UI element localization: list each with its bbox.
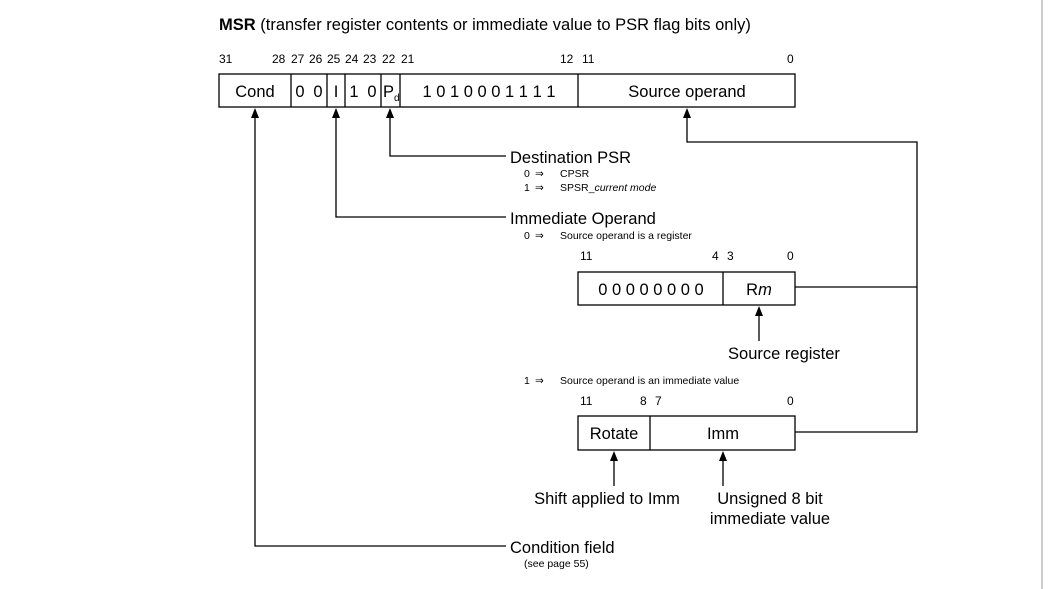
source-register-label: Source register	[728, 345, 840, 363]
immediate-operand-opt0-key: 0	[524, 230, 530, 242]
immediate-operand-opt1-value: Source operand is an immediate value	[560, 375, 739, 387]
unsigned-label-line2: immediate value	[710, 510, 830, 528]
bit-number-31: 31	[219, 52, 233, 66]
title-rest: (transfer register contents or immediate…	[256, 16, 751, 34]
title-bold: MSR	[219, 16, 256, 34]
field-pd-sub: d	[394, 93, 400, 104]
arrow-up-icon	[683, 108, 691, 118]
immediate-operand-opt1-key: 1	[524, 375, 530, 387]
immediate-form-outline	[577, 415, 796, 451]
destination-psr-label: Destination PSR	[510, 149, 631, 167]
bit-number-24: 24	[345, 52, 359, 66]
field-bit27: 0	[295, 83, 304, 101]
destination-psr-opt1-prefix: SPSR_	[560, 182, 595, 194]
bit-number-26: 26	[309, 52, 323, 66]
bit-number-22: 22	[382, 52, 396, 66]
reg-bit-number-4: 4	[712, 249, 719, 263]
imm-bit-number-7: 7	[655, 394, 662, 408]
arrow-up-icon	[719, 451, 727, 461]
bit-number-28: 28	[272, 52, 286, 66]
bit-number-25: 25	[327, 52, 341, 66]
bit-number-23: 23	[363, 52, 377, 66]
implies-icon: ⇒	[535, 182, 544, 194]
bit-number-12: 12	[560, 52, 574, 66]
destination-psr-opt0-key: 0	[524, 168, 530, 180]
arrow-up-icon	[610, 451, 618, 461]
register-form-zeros: 0 0 0 0 0 0 0 0	[598, 281, 704, 299]
reg-bit-number-11: 11	[580, 249, 593, 263]
reg-bit-number-0: 0	[787, 249, 794, 263]
immediate-form-rotate: Rotate	[590, 425, 639, 443]
register-form-word: 0 0 0 0 0 0 0 0 Rm	[577, 271, 796, 306]
bit-number-21: 21	[401, 52, 415, 66]
field-i: I	[334, 83, 339, 101]
connector-shift	[610, 451, 618, 486]
destination-psr-options: 0 ⇒ CPSR 1 ⇒ SPSR_current mode	[524, 168, 656, 194]
connector-source-register	[755, 306, 763, 341]
connector-immediate-operand-line	[335, 117, 506, 218]
destination-psr-opt0-value: CPSR	[560, 168, 590, 180]
main-bit-numbers: 31 28 27 26 25 24 23 22 21 12 11 0	[219, 52, 794, 66]
field-fixed-bits: 1 0 1 0 0 0 1 1 1 1	[422, 83, 555, 101]
shift-applied-label: Shift applied to Imm	[534, 490, 680, 508]
destination-psr-opt1-value: SPSR_current mode	[560, 182, 656, 194]
implies-icon: ⇒	[535, 230, 544, 242]
rm-italic: m	[758, 281, 772, 299]
immediate-operand-opt0: 0 ⇒ Source operand is a register	[524, 230, 692, 242]
arrow-up-icon	[251, 108, 259, 118]
register-form-rm: Rm	[746, 281, 772, 299]
unsigned-label-line1: Unsigned 8 bit	[717, 490, 823, 508]
instruction-word-outline	[218, 73, 796, 108]
bit-number-27: 27	[291, 52, 305, 66]
bit-number-11: 11	[582, 52, 595, 66]
connector-condition-field-line	[254, 117, 506, 547]
field-bit24: 1	[349, 83, 358, 101]
arrow-up-icon	[755, 306, 763, 316]
immediate-form-bit-numbers: 11 8 7 0	[580, 394, 794, 408]
arrow-up-icon	[332, 108, 340, 118]
field-source-operand: Source operand	[628, 83, 745, 101]
field-cond: Cond	[235, 83, 274, 101]
implies-icon: ⇒	[535, 375, 544, 387]
bracket-main-line	[686, 117, 918, 433]
rm-prefix: R	[746, 281, 758, 299]
instruction-word: Cond 0 0 I 1 0 Pd 1 0 1 0 0 0 1 1 1 1 So…	[218, 73, 796, 108]
connector-destination-psr-line	[389, 117, 506, 157]
immediate-operand-opt0-value: Source operand is a register	[560, 230, 692, 242]
connector-destination-psr	[386, 108, 506, 157]
field-bit26: 0	[313, 83, 322, 101]
connector-source-operand-bracket	[683, 108, 918, 433]
immediate-form-imm: Imm	[707, 425, 739, 443]
field-pd: Pd	[383, 83, 400, 104]
destination-psr-opt1-italic: current mode	[594, 182, 656, 194]
field-bit23: 0	[367, 83, 376, 101]
arrow-up-icon	[386, 108, 394, 118]
register-form-bit-numbers: 11 4 3 0	[580, 249, 794, 263]
imm-bit-number-11: 11	[580, 394, 593, 408]
connector-unsigned	[719, 451, 727, 486]
destination-psr-opt1-key: 1	[524, 182, 530, 194]
imm-bit-number-8: 8	[640, 394, 647, 408]
condition-field-note: (see page 55)	[524, 558, 589, 570]
immediate-operand-label: Immediate Operand	[510, 210, 656, 228]
field-pd-base: P	[383, 83, 394, 101]
connector-condition-field	[251, 108, 506, 547]
immediate-form-word: Rotate Imm	[577, 415, 796, 451]
immediate-operand-opt1: 1 ⇒ Source operand is an immediate value	[524, 375, 739, 387]
register-form-outline	[577, 271, 796, 306]
connector-immediate-operand	[332, 108, 506, 218]
condition-field-label: Condition field	[510, 539, 615, 557]
diagram-title: MSR (transfer register contents or immed…	[219, 16, 751, 34]
bit-number-0: 0	[787, 52, 794, 66]
reg-bit-number-3: 3	[727, 249, 734, 263]
implies-icon: ⇒	[535, 168, 544, 180]
imm-bit-number-0: 0	[787, 394, 794, 408]
